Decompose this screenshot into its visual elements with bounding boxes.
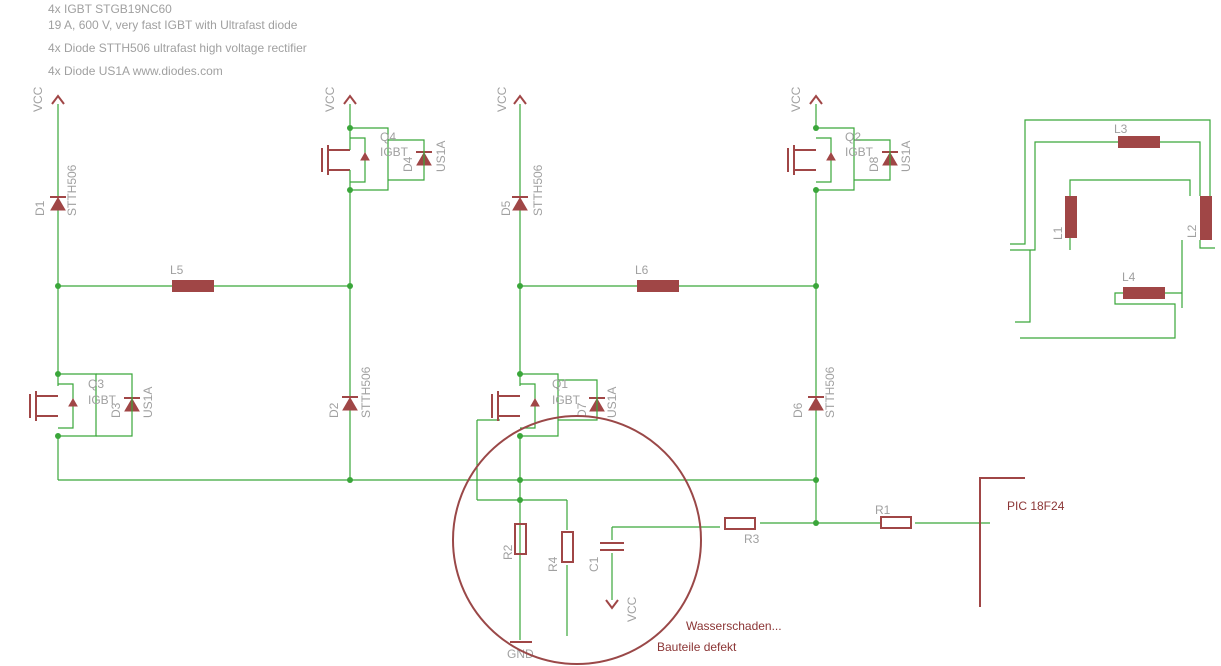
vcc-symbols: VCC VCC VCC VCC VCC [31,86,823,622]
diode-d2: D2 STTH506 [327,366,373,418]
wires [57,104,1215,640]
svg-text:US1A: US1A [605,387,619,418]
diode-d6: D6 STTH506 [791,366,837,418]
diode-d5: D5 STTH506 [499,164,545,216]
svg-text:Q2: Q2 [845,130,861,144]
inductor-l3: L3 [1114,122,1160,148]
inductor-l4: L4 [1122,270,1165,299]
igbt-q3: Q3 IGBT D3 US1A [29,373,155,437]
vcc-label-3: VCC [495,86,509,112]
diode-d1: D1 STTH506 [33,164,79,216]
svg-text:D3: D3 [109,402,123,418]
svg-text:L4: L4 [1122,270,1136,284]
svg-text:STTH506: STTH506 [359,366,373,418]
svg-text:D7: D7 [575,402,589,418]
igbt-q2: Q2 IGBT D8 US1A [787,127,913,191]
resistor-r1: R1 [875,503,912,529]
svg-text:STTH506: STTH506 [65,164,79,216]
svg-text:L2: L2 [1185,224,1199,238]
vcc-label-2: VCC [323,86,337,112]
svg-text:D2: D2 [327,402,341,418]
svg-text:D6: D6 [791,402,805,418]
capacitor-c1: C1 [587,542,624,572]
svg-text:R4: R4 [546,556,560,572]
svg-text:L5: L5 [170,263,184,277]
resistor-r3: R3 [724,517,760,546]
svg-text:L3: L3 [1114,122,1128,136]
svg-text:STTH506: STTH506 [531,164,545,216]
svg-text:L1: L1 [1051,226,1065,240]
svg-text:R1: R1 [875,503,891,517]
svg-text:Q3: Q3 [88,377,104,391]
junctions [55,125,819,526]
svg-text:IGBT: IGBT [88,393,117,407]
svg-text:L6: L6 [635,263,649,277]
note-igbt: 4x IGBT STGB19NC60 [48,2,172,16]
svg-text:IGBT: IGBT [552,393,581,407]
svg-text:US1A: US1A [434,141,448,172]
inductor-l2: L2 [1185,196,1212,240]
note-us1a: 4x Diode US1A www.diodes.com [48,64,223,78]
note-igbt-spec: 19 A, 600 V, very fast IGBT with Ultrafa… [48,18,298,32]
svg-text:R3: R3 [744,532,760,546]
svg-text:C1: C1 [587,556,601,572]
svg-text:STTH506: STTH506 [823,366,837,418]
svg-text:D4: D4 [401,156,415,172]
vcc-label-4: VCC [789,86,803,112]
inductor-l5: L5 [170,263,214,292]
svg-text:IGBT: IGBT [380,145,409,159]
resistor-r4: R4 [546,531,574,572]
svg-text:D5: D5 [499,200,513,216]
inductor-l1: L1 [1051,196,1077,240]
svg-text:D8: D8 [867,156,881,172]
svg-text:IGBT: IGBT [845,145,874,159]
svg-text:US1A: US1A [141,387,155,418]
note-stth506: 4x Diode STTH506 ultrafast high voltage … [48,41,307,55]
microcontroller-pic: PIC 18F24 [979,477,1065,607]
vcc-label-c1: VCC [625,596,639,622]
svg-text:Q4: Q4 [380,130,396,144]
svg-text:US1A: US1A [899,141,913,172]
damage-circle [452,415,702,665]
annotation-water-damage: Wasserschaden... [686,619,782,633]
igbt-q1: Q1 IGBT D7 US1A [491,373,619,437]
igbt-q4: Q4 IGBT D4 US1A [321,127,448,191]
gnd-label: GND [507,647,534,661]
svg-text:R2: R2 [501,544,515,560]
svg-text:Q1: Q1 [552,377,568,391]
svg-text:D1: D1 [33,200,47,216]
inductor-l6: L6 [635,263,679,292]
vcc-label-1: VCC [31,86,45,112]
svg-text:PIC 18F24: PIC 18F24 [1007,499,1065,513]
resistor-r2: R2 [501,523,527,560]
annotation-parts-defect: Bauteile defekt [657,640,737,654]
